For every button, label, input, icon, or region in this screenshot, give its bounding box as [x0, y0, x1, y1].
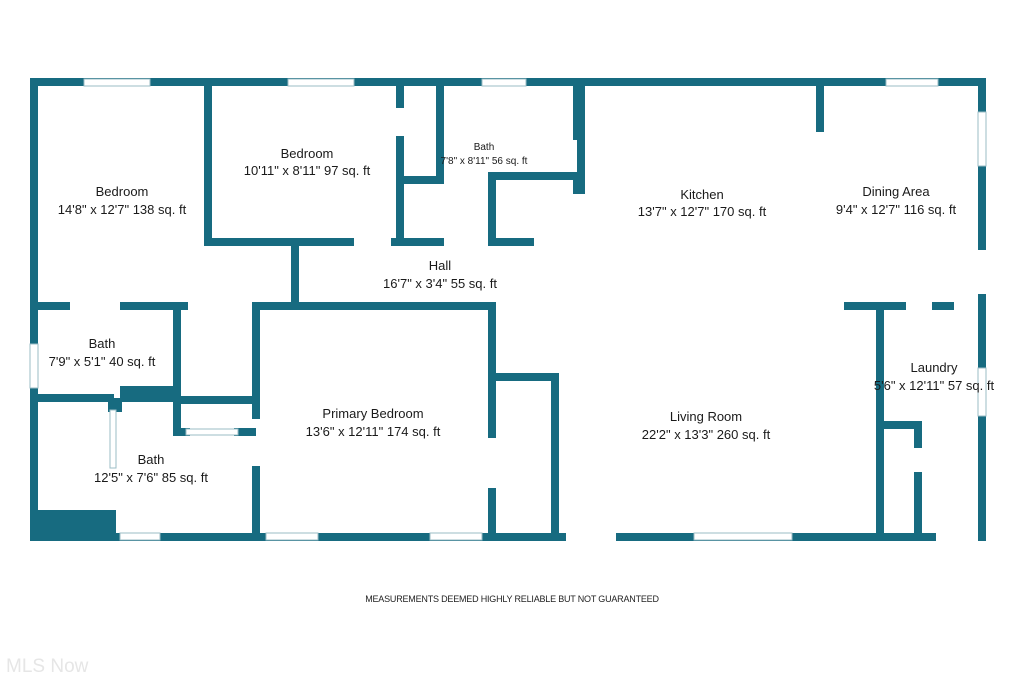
room-dims-dining: 9'4" x 12'7" 116 sq. ft — [836, 202, 957, 217]
room-name-laundry: Laundry — [911, 360, 958, 375]
room-name-bath-large: Bath — [138, 452, 165, 467]
walls — [30, 78, 986, 541]
room-dims-bedroom-2: 10'11" x 8'11" 97 sq. ft — [244, 163, 371, 178]
room-dims-bath-small: 7'9" x 5'1" 40 sq. ft — [49, 354, 156, 369]
room-name-bedroom-2: Bedroom — [281, 146, 334, 161]
door-openings — [566, 250, 986, 541]
room-name-dining: Dining Area — [862, 184, 930, 199]
disclaimer-text: MEASUREMENTS DEEMED HIGHLY RELIABLE BUT … — [365, 594, 659, 604]
room-dims-laundry: 5'6" x 12'11" 57 sq. ft — [874, 378, 995, 393]
room-name-primary-bedroom: Primary Bedroom — [322, 406, 423, 421]
solid-blocks — [38, 386, 176, 536]
room-name-living-room: Living Room — [670, 409, 742, 424]
room-dims-hall: 16'7" x 3'4" 55 sq. ft — [383, 276, 497, 291]
room-dims-bath-large: 12'5" x 7'6" 85 sq. ft — [94, 470, 208, 485]
room-name-bedroom-1: Bedroom — [96, 184, 149, 199]
room-labels: Bedroom 14'8" x 12'7" 138 sq. ft Bedroom… — [49, 142, 995, 485]
room-name-kitchen: Kitchen — [680, 187, 723, 202]
room-dims-kitchen: 13'7" x 12'7" 170 sq. ft — [638, 204, 767, 219]
room-dims-bedroom-1: 14'8" x 12'7" 138 sq. ft — [58, 202, 187, 217]
room-dims-primary-bedroom: 13'6" x 12'11" 174 sq. ft — [306, 424, 441, 439]
room-name-bath-upper: Bath — [474, 142, 495, 153]
room-dims-bath-upper: 7'8" x 8'11" 56 sq. ft — [441, 156, 528, 167]
windows — [29, 78, 987, 541]
room-dims-living-room: 22'2" x 13'3" 260 sq. ft — [642, 427, 771, 442]
room-name-bath-small: Bath — [89, 336, 116, 351]
room-name-hall: Hall — [429, 258, 452, 273]
watermark-logo: MLS Now — [6, 656, 89, 677]
